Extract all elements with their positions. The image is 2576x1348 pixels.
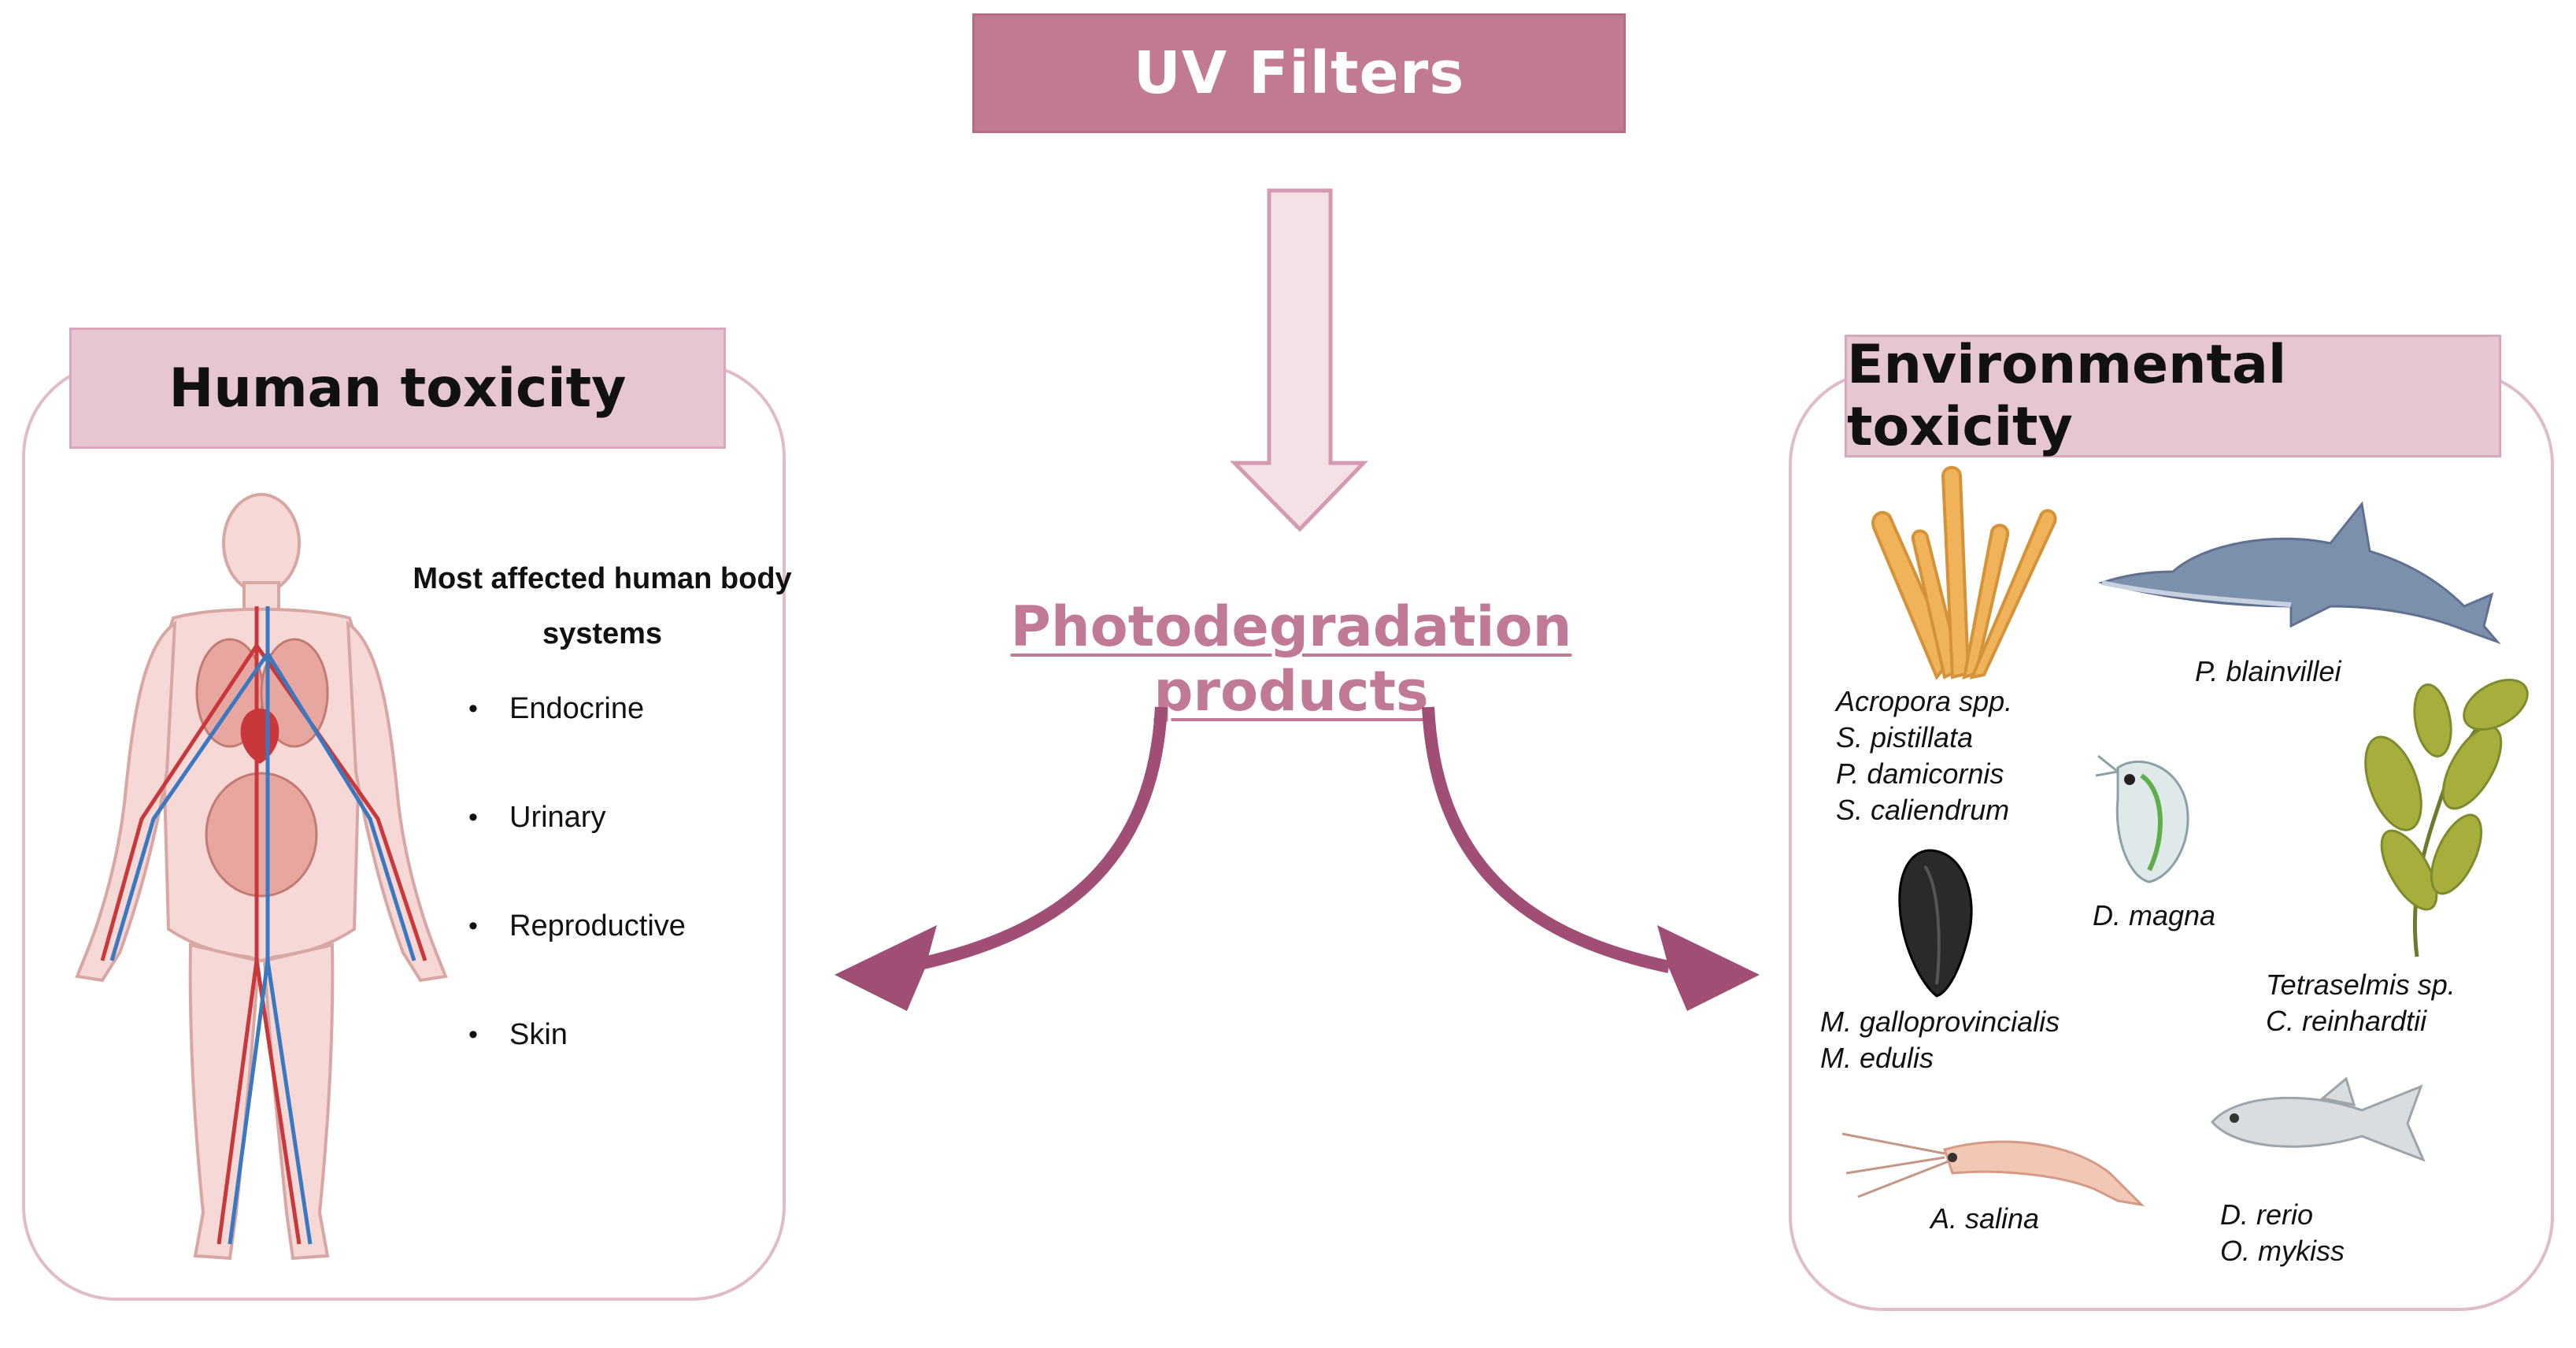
uv-filters-box: UV Filters (972, 13, 1626, 133)
species-label: Acropora spp. (1836, 685, 2013, 717)
species-label: C. reinhardtii (2266, 1005, 2427, 1037)
list-item: • Urinary (468, 794, 686, 902)
list-item: • Endocrine (468, 685, 686, 794)
coral-icon (1871, 465, 2057, 680)
species-label: O. mykiss (2220, 1235, 2345, 1267)
coral-species: Acropora spp. S. pistillata P. damicorni… (1836, 683, 2012, 828)
daphnia-icon (2095, 754, 2189, 883)
human-body-illustration (75, 493, 448, 1261)
bullet-icon: • (468, 802, 478, 832)
list-item: • Reproductive (468, 902, 686, 1011)
mussel-icon (1898, 849, 1973, 998)
system-endocrine: Endocrine (509, 692, 645, 725)
right-curved-arrow (1422, 706, 1760, 1011)
species-label: S. pistillata (1836, 721, 1974, 754)
shrimp-icon (1842, 1132, 2145, 1207)
bullet-icon: • (468, 694, 478, 724)
species-label: M. edulis (1820, 1042, 1934, 1074)
bullet-icon: • (468, 911, 478, 941)
algae-species: Tetraselmis sp. C. reinhardtii (2266, 967, 2456, 1039)
system-urinary: Urinary (509, 801, 606, 834)
daphnia-species: D. magna (2093, 899, 2216, 931)
dolphin-species: P. blainvillei (2195, 655, 2341, 687)
system-skin: Skin (509, 1018, 568, 1051)
system-reproductive: Reproductive (509, 909, 686, 942)
fish-icon (2211, 1076, 2426, 1162)
shrimp-species: A. salina (1930, 1202, 2040, 1235)
human-toxicity-header: Human toxicity (69, 328, 726, 449)
dolphin-icon (2097, 501, 2501, 645)
species-label: D. rerio (2220, 1198, 2314, 1231)
list-item: • Skin (468, 1011, 686, 1120)
bullet-icon: • (468, 1020, 478, 1050)
down-arrow (1230, 188, 1368, 532)
affected-systems-title: Most affected human body systems (413, 562, 792, 650)
algae-icon (2364, 679, 2529, 957)
species-label: Tetraselmis sp. (2266, 968, 2456, 1001)
environmental-toxicity-header: Environmental toxicity (1845, 334, 2501, 458)
mussel-species: M. galloprovincialis M. edulis (1820, 1004, 2060, 1076)
species-label: P. damicornis (1836, 757, 2004, 790)
species-label: M. galloprovincialis (1820, 1005, 2060, 1038)
species-label: S. caliendrum (1836, 794, 2010, 826)
fish-species: D. rerio O. mykiss (2220, 1197, 2345, 1269)
uv-filters-title: UV Filters (1133, 39, 1465, 107)
left-curved-arrow (835, 706, 1168, 1011)
photodegradation-label: Photodegradation products (1010, 594, 1572, 724)
body-systems-list: • Endocrine • Urinary • Reproductive • Skin (468, 685, 686, 1120)
